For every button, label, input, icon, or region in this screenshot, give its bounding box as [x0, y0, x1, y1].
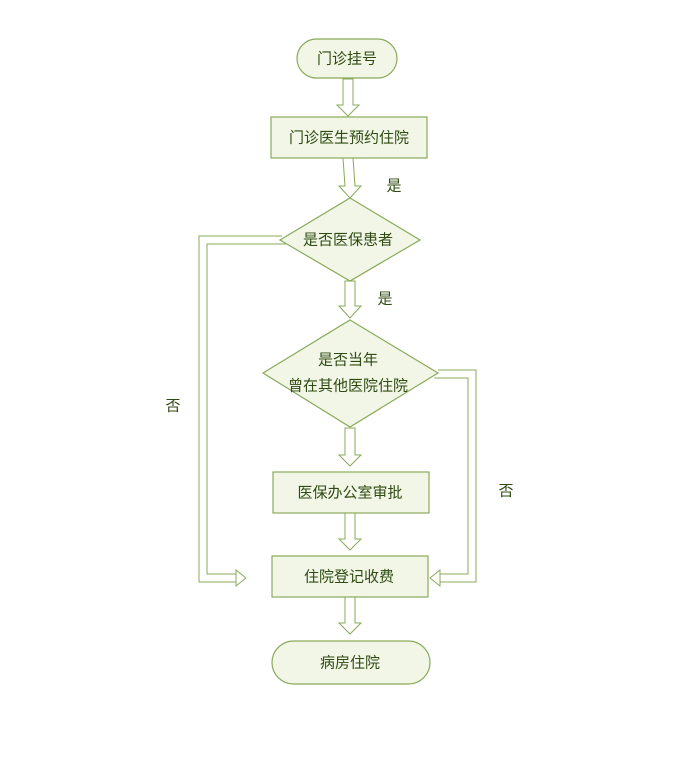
node-is-insured-decision: 是否医保患者 [278, 197, 422, 282]
node-admission-payment: 住院登记收费 [271, 555, 429, 598]
node-insurance-approval: 医保办公室审批 [272, 471, 430, 514]
no-branch-right-lines [434, 369, 477, 583]
edge-label-yes-1: 是 [386, 177, 401, 195]
node-outpatient-registration-label: 门诊挂号 [317, 50, 377, 68]
node-is-insured-label: 是否医保患者 [303, 231, 393, 249]
arrow-registration-to-booking [335, 78, 361, 117]
no-branch-left-lines [198, 235, 286, 583]
edge-label-yes-2: 是 [377, 290, 392, 308]
arrow-prior-to-approval [337, 427, 363, 467]
node-ward-admission: 病房住院 [271, 640, 431, 685]
node-admission-payment-label: 住院登记收费 [304, 568, 394, 586]
arrow-admission-to-ward [337, 596, 363, 635]
node-doctor-booking: 门诊医生预约住院 [270, 116, 428, 159]
edge-label-no-left: 否 [165, 397, 180, 415]
node-ward-admission-label: 病房住院 [320, 654, 380, 672]
arrow-booking-to-insured [337, 157, 363, 199]
node-outpatient-registration: 门诊挂号 [296, 38, 398, 79]
node-prior-hospital-decision: 是否当年 曾在其他医院住院 [261, 319, 440, 428]
edge-label-no-right: 否 [498, 482, 513, 500]
arrow-right-branch-head [429, 568, 441, 588]
node-insurance-approval-label: 医保办公室审批 [297, 484, 402, 502]
node-prior-hospital-label-line1: 是否当年 [318, 351, 378, 369]
node-doctor-booking-label: 门诊医生预约住院 [289, 129, 409, 147]
node-prior-hospital-label-line2: 曾在其他医院住院 [288, 377, 408, 395]
arrow-approval-to-admission [337, 512, 363, 551]
arrow-insured-to-prior [337, 280, 363, 319]
arrow-left-branch-head [235, 568, 247, 588]
